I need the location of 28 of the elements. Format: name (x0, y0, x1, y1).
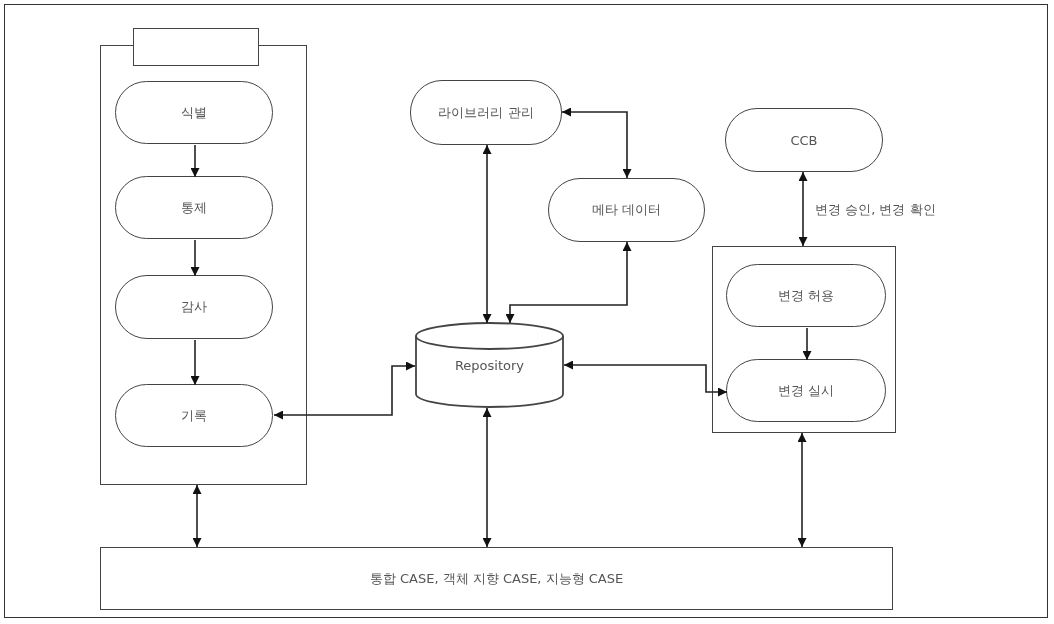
arrow (802, 327, 812, 361)
repository-cylinder: Repository (415, 322, 564, 408)
process-pill: 라이브러리 관리 (410, 80, 562, 145)
edge-label: 변경 승인, 변경 확인 (813, 201, 938, 219)
process-pill: 기록 (115, 384, 274, 448)
arrow (563, 360, 728, 397)
arrow (798, 171, 808, 247)
process-pill: 변경 허용 (726, 264, 887, 328)
process-pill: 감사 (115, 275, 274, 340)
arrow (273, 361, 416, 420)
group-frame (712, 246, 896, 433)
group-frame (100, 45, 307, 485)
process-pill: 메타 데이터 (548, 178, 705, 242)
process-pill: 변경 실시 (726, 359, 887, 423)
arrow (797, 432, 807, 548)
process-pill: 통제 (115, 176, 274, 240)
arrow (561, 107, 632, 179)
arrow (482, 407, 492, 548)
arrow (190, 239, 200, 277)
process-pill: 식별 (115, 81, 274, 145)
arrow (482, 144, 492, 324)
process-pill: CCB (725, 108, 883, 172)
arrow (505, 241, 632, 324)
empty-box (133, 28, 259, 66)
arrow (190, 339, 200, 386)
arrow (192, 484, 202, 548)
arrow (190, 144, 200, 178)
case-tools-bar: 통합 CASE, 객체 지향 CASE, 지능형 CASE (100, 547, 893, 610)
